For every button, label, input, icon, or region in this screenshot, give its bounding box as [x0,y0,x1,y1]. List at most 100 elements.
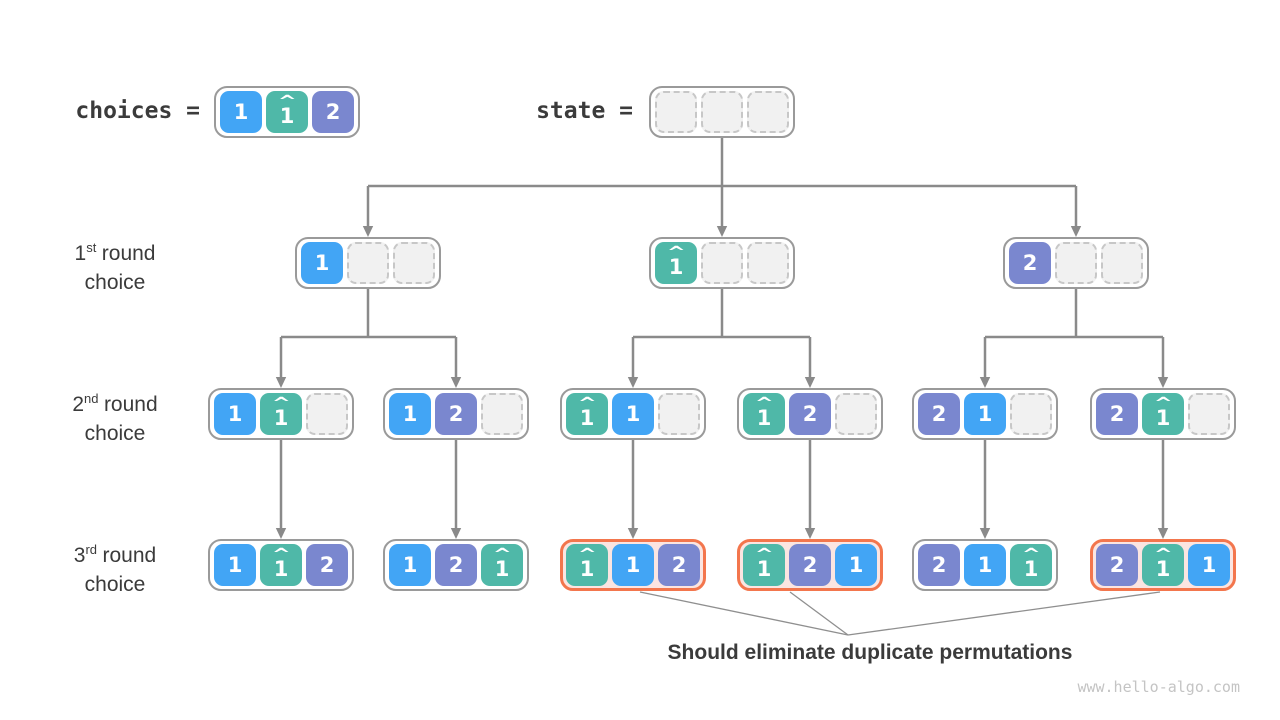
cell-1: 1 [301,242,343,284]
hat-mark: ^ [1153,545,1173,563]
hat-mark: ^ [577,545,597,563]
cell-empty [701,91,743,133]
tree-node-level3-duplicate: ^1 2 1 [737,539,883,591]
cell-value: 2 [448,401,464,426]
hat-mark: ^ [1153,394,1173,412]
cell-empty [1101,242,1143,284]
cell-value: 1 [1023,557,1039,581]
cell-1-hat: ^1 [1142,393,1184,435]
cell-2: 2 [658,544,700,586]
cell-value: 1 [977,401,993,426]
cell-value: 1 [279,104,295,128]
cell-value: 1 [756,406,772,430]
cell-empty [1055,242,1097,284]
tree-node-level2: 1^1 [208,388,354,440]
hat-mark: ^ [577,394,597,412]
tree-node-level1: ^1 [649,237,795,289]
cell-value: 2 [802,401,818,426]
cell-value: 2 [1109,401,1125,426]
cell-value: 2 [931,401,947,426]
hat-mark: ^ [1021,545,1041,563]
tree-node-level1: 2 [1003,237,1149,289]
cell-2: 2 [306,544,348,586]
cell-empty [655,91,697,133]
cell-1: 1 [214,544,256,586]
cell-empty [835,393,877,435]
cell-1: 1 [612,393,654,435]
state-box [649,86,795,138]
cell-value: 1 [494,557,510,581]
cell-value: 1 [625,401,641,426]
cell-1: 1 [964,393,1006,435]
cell-value: 2 [931,552,947,577]
cell-1-hat: ^1 [566,393,608,435]
duplicate-permutations-note: Should eliminate duplicate permutations [667,641,1073,664]
cell-value: 1 [579,406,595,430]
cell-value: 1 [314,250,330,275]
hat-mark: ^ [666,243,686,261]
cell-1: 1 [1188,544,1230,586]
cell-value: 1 [227,552,243,577]
cell-1-hat: ^1 [1010,544,1052,586]
cell-value: 1 [233,99,249,124]
cell-1-hat: ^1 [260,544,302,586]
cell-1: 1 [964,544,1006,586]
cell-value: 1 [756,557,772,581]
cell-value: 2 [802,552,818,577]
cell-value: 1 [273,557,289,581]
watermark: www.hello-algo.com [1077,678,1240,696]
cell-2: 2 [918,544,960,586]
cell-value: 1 [273,406,289,430]
cell-value: 2 [1109,552,1125,577]
hat-mark: ^ [271,545,291,563]
cell-value: 1 [402,552,418,577]
tree-node-level1: 1 [295,237,441,289]
cell-value: 1 [977,552,993,577]
hat-mark: ^ [754,545,774,563]
row-label-line2: choice [84,271,146,294]
cell-1-hat: ^1 [1142,544,1184,586]
cell-2: 2 [789,393,831,435]
cell-value: 2 [448,552,464,577]
cell-1-hat: ^1 [655,242,697,284]
cell-1: 1 [220,91,262,133]
hat-mark: ^ [492,545,512,563]
cell-value: 1 [1155,557,1171,581]
cell-1: 1 [612,544,654,586]
cell-1-hat: ^1 [266,91,308,133]
cell-1-hat: ^1 [566,544,608,586]
cell-1-hat: ^1 [260,393,302,435]
cell-2: 2 [312,91,354,133]
cell-2: 2 [1096,393,1138,435]
cell-value: 1 [579,557,595,581]
cell-value: 2 [1022,250,1038,275]
cell-value: 1 [1201,552,1217,577]
cell-empty [393,242,435,284]
cell-empty [1010,393,1052,435]
cell-1: 1 [389,393,431,435]
tree-node-level2: 2 ^1 [1090,388,1236,440]
cell-1-hat: ^1 [743,544,785,586]
cell-value: 1 [668,255,684,279]
row-label-line2: choice [84,573,146,596]
hat-mark: ^ [271,394,291,412]
cell-1-hat: ^1 [481,544,523,586]
cell-2: 2 [789,544,831,586]
cell-2: 2 [918,393,960,435]
